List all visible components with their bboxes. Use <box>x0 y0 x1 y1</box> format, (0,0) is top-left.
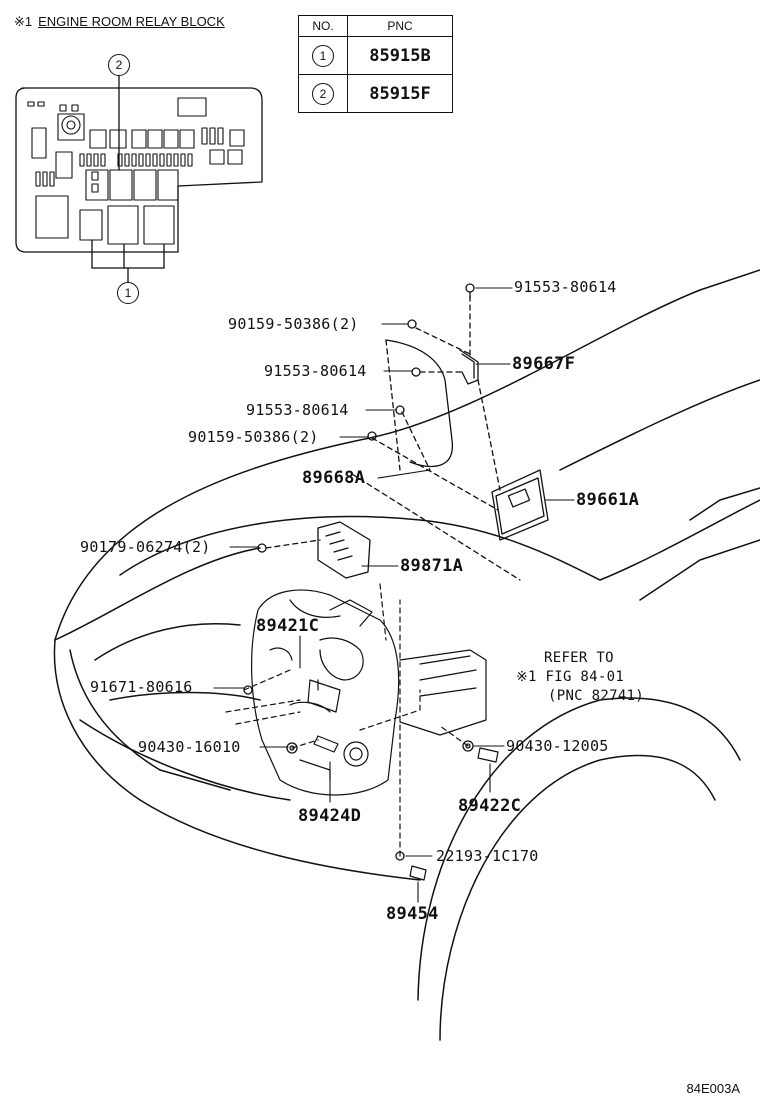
label-89667F: 89667F <box>512 354 576 374</box>
refer-to-line-1: REFER TO <box>544 650 614 666</box>
relay-callout-leaders <box>91 75 165 283</box>
label-89661A: 89661A <box>576 490 640 510</box>
label-90430-16010: 90430-16010 <box>138 738 241 756</box>
label-89668A: 89668A <box>302 468 366 488</box>
leader-lines <box>213 287 575 903</box>
pnc-value-1: 85915B <box>347 36 453 75</box>
label-89421C: 89421C <box>256 616 320 636</box>
ref-mark: ※1 <box>14 14 33 29</box>
pnc-no-2: 2 <box>312 82 334 105</box>
pnc-no-cell: 2 <box>298 74 348 113</box>
pnc-header-pnc: PNC <box>347 15 453 37</box>
label-91553-80614-top: 91553-80614 <box>514 278 617 296</box>
pnc-value-2: 85915F <box>347 74 453 113</box>
refer-to-line-2: ※1 FIG 84-01 <box>516 669 625 685</box>
pnc-no-1: 1 <box>312 44 334 67</box>
label-91553-80614-mid: 91553-80614 <box>264 362 367 380</box>
pnc-header-no: NO. <box>298 15 348 37</box>
pnc-no-cell: 1 <box>298 36 348 75</box>
label-90430-12005: 90430-12005 <box>506 737 609 755</box>
label-90159-50386-lower: 90159-50386(2) <box>188 428 319 446</box>
label-89871A: 89871A <box>400 556 464 576</box>
label-89424D: 89424D <box>298 806 362 826</box>
pnc-row: 1 85915B <box>298 36 453 75</box>
label-91671-80616: 91671-80616 <box>90 678 193 696</box>
relay-box-89871A <box>265 521 371 579</box>
label-22193-1C170: 22193-1C170 <box>436 847 539 865</box>
relay-block-outline <box>15 87 263 253</box>
relay-callout-1: 1 <box>117 282 139 304</box>
pnc-table: NO. PNC 1 85915B 2 85915F <box>298 15 453 113</box>
relay-block-title-text: ENGINE ROOM RELAY BLOCK <box>38 14 225 29</box>
relay-callout-2: 2 <box>108 54 130 76</box>
ecu-bracket-assembly <box>351 295 549 581</box>
figure-code: 84E003A <box>686 1081 741 1096</box>
label-90159-50386-upper: 90159-50386(2) <box>228 315 359 333</box>
label-89422C: 89422C <box>458 796 522 816</box>
engine-assembly <box>225 583 499 881</box>
label-91553-80614-low: 91553-80614 <box>246 401 349 419</box>
vehicle-body-outline <box>53 269 760 1041</box>
pnc-row: 2 85915F <box>298 74 453 113</box>
refer-to-line-3: (PNC 82741) <box>548 688 645 704</box>
relay-block-title: ※1 ENGINE ROOM RELAY BLOCK <box>14 14 225 30</box>
pnc-table-header: NO. PNC <box>298 15 453 37</box>
label-90179-06274: 90179-06274(2) <box>80 538 211 556</box>
relay-block-components <box>27 97 245 245</box>
label-89454: 89454 <box>386 904 439 924</box>
